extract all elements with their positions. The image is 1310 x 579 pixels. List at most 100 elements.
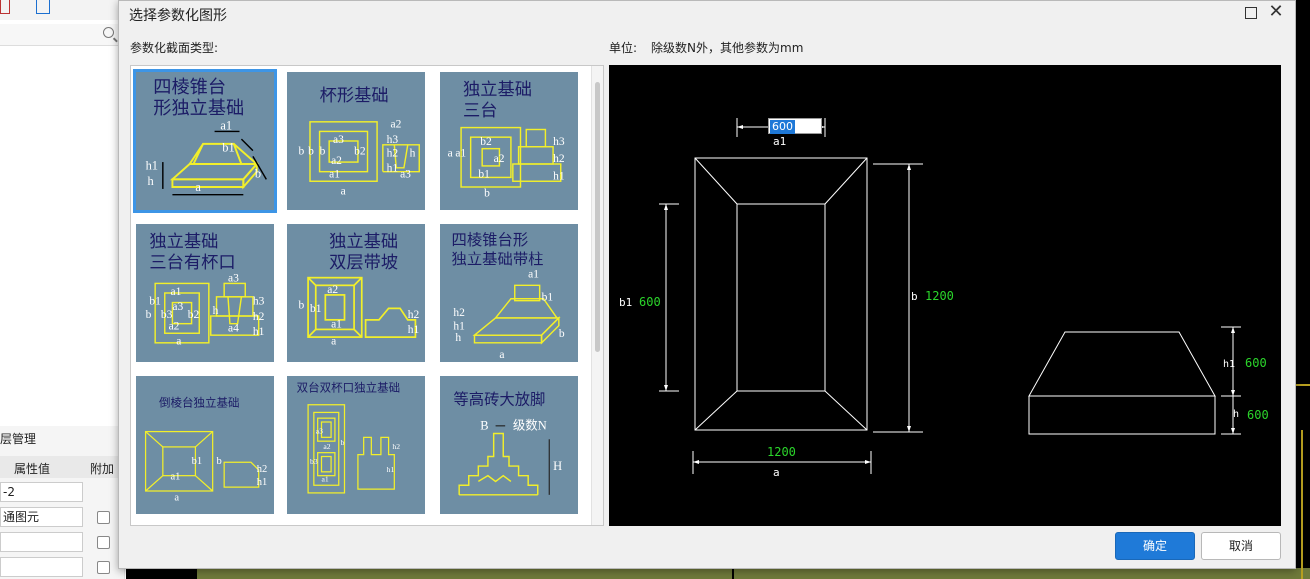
shape-caption: 三台: [463, 101, 498, 121]
svg-text:h1: h1: [453, 320, 465, 332]
svg-text:h: h: [213, 305, 219, 317]
property-extra-header: 附加: [90, 462, 115, 476]
shape-grid-scrollbar[interactable]: [591, 66, 603, 525]
svg-text:a3: a3: [400, 168, 411, 180]
svg-text:b3: b3: [310, 457, 318, 466]
shape-tile-four-prism-frustum[interactable]: 四棱锥台 形独立基础 a1 b1 h1: [133, 69, 277, 213]
svg-text:h3: h3: [253, 296, 265, 308]
shape-caption: 双层带坡: [329, 253, 398, 273]
property-cell[interactable]: [0, 532, 83, 552]
svg-text:b1: b1: [149, 296, 161, 308]
select-parametric-shape-dialog: 选择参数化图形 ✕ 参数化截面类型: 单位:除级数N外，其他参数为mm 四棱锥台…: [118, 0, 1296, 569]
unit-label: 单位:除级数N外，其他参数为mm: [609, 39, 803, 56]
dim-label: a1: [220, 119, 232, 133]
svg-text:a: a: [341, 186, 346, 198]
dim-label: b: [255, 166, 261, 180]
svg-text:b2: b2: [480, 136, 492, 148]
property-header: [0, 456, 125, 478]
svg-text:a1: a1: [171, 286, 182, 298]
svg-text:b: b: [320, 145, 326, 157]
svg-text:b: b: [308, 145, 314, 157]
shape-caption: 杯形基础: [320, 86, 389, 106]
svg-text:b: b: [559, 328, 565, 340]
svg-text:b2: b2: [354, 145, 366, 157]
canvas-floor-area: [197, 568, 1310, 579]
svg-text:b2: b2: [188, 309, 200, 321]
dim-label-b1: b1: [619, 296, 632, 309]
dimension-edit-input[interactable]: 600: [768, 118, 822, 134]
shape-thumbnail: 四棱锥台 形独立基础 a1 b1 h1: [136, 72, 274, 210]
svg-text:a: a: [174, 493, 179, 504]
svg-text:a1: a1: [171, 472, 181, 483]
svg-text:a1: a1: [528, 269, 539, 281]
property-cell[interactable]: [0, 557, 83, 577]
unit-label-text: 单位:: [609, 41, 638, 55]
svg-text:b: b: [299, 145, 305, 157]
shape-caption: 倒棱台独立基础: [159, 396, 240, 410]
property-cell[interactable]: -2: [0, 482, 83, 502]
dim-label-h1: h1: [1223, 359, 1235, 370]
canvas-line: [732, 568, 734, 579]
extra-checkbox[interactable]: [97, 561, 110, 574]
dim-value-a: 1200: [767, 445, 796, 459]
svg-text:h: h: [410, 147, 416, 159]
property-value-header: 属性值: [14, 462, 51, 476]
svg-text:h2: h2: [392, 442, 400, 451]
preview-drawing: a1 b1 600 b 1200 1200 a h1 600 h 600: [619, 118, 1269, 479]
svg-text:a3: a3: [333, 134, 344, 146]
shape-caption: 独立基础: [149, 232, 218, 252]
section-type-label: 参数化截面类型:: [130, 41, 219, 55]
toolbar: [0, 0, 140, 20]
canvas-line: [1290, 384, 1310, 386]
svg-text:b3: b3: [161, 309, 173, 321]
svg-text:b: b: [299, 299, 305, 311]
dim-label-b: b: [911, 290, 918, 303]
scrollbar-thumb[interactable]: [595, 82, 600, 352]
dim-label: H: [553, 459, 562, 473]
extra-checkbox[interactable]: [97, 511, 110, 524]
layer-panel: [0, 426, 125, 579]
maximize-icon[interactable]: [1241, 5, 1261, 21]
dim-value-b: 1200: [925, 289, 954, 303]
svg-text:a4: a4: [228, 322, 239, 334]
svg-text:h2: h2: [453, 307, 465, 319]
cancel-button[interactable]: 取消: [1201, 532, 1281, 560]
shape-caption: 独立基础: [329, 232, 398, 252]
toolbar-icon[interactable]: [0, 0, 10, 14]
search-box[interactable]: [0, 24, 120, 46]
ok-button[interactable]: 确定: [1115, 532, 1195, 560]
svg-text:a3: a3: [228, 273, 239, 285]
svg-text:a2: a2: [331, 155, 342, 167]
svg-text:h2: h2: [253, 311, 265, 323]
dim-label-a1: a1: [773, 135, 786, 148]
shape-caption: 独立基础带柱: [452, 250, 544, 268]
svg-text:h: h: [455, 332, 461, 344]
extra-checkbox[interactable]: [97, 536, 110, 549]
search-icon[interactable]: [103, 27, 114, 38]
dim-label-h: h: [1233, 409, 1239, 420]
dim-label-a: a: [773, 466, 780, 479]
shape-tile-brick-footing[interactable]: 等高砖大放脚 B 级数N H: [437, 373, 581, 517]
property-cell[interactable]: 通图元: [0, 507, 83, 527]
left-tree-panel: [0, 46, 125, 426]
svg-text:a: a: [499, 349, 504, 361]
close-icon[interactable]: ✕: [1268, 1, 1284, 22]
svg-text:a3: a3: [172, 301, 183, 313]
shape-caption: 形独立基础: [153, 98, 244, 119]
svg-text:a1: a1: [331, 319, 342, 331]
copy-icon[interactable]: [36, 0, 50, 14]
svg-text:h1: h1: [387, 163, 399, 175]
shape-caption: 独立基础: [463, 80, 532, 100]
dimension-input-value: 600: [770, 120, 795, 134]
